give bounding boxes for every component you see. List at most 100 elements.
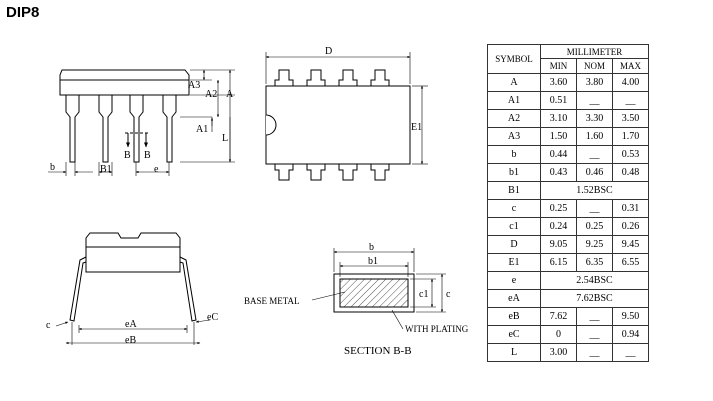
cell-min: 7.62	[540, 307, 577, 326]
col-min: MIN	[540, 58, 577, 74]
cell-min: 0.51	[540, 91, 577, 110]
cell-symbol: c1	[487, 217, 541, 236]
symbol-header: SYMBOL	[487, 44, 541, 74]
side-view	[48, 69, 235, 176]
cell-span-value: 1.52BSC	[540, 181, 649, 200]
cell-max: 0.94	[612, 325, 649, 344]
label-b: b	[50, 162, 55, 173]
cell-max: 3.50	[612, 109, 649, 128]
cell-nom: 6.35	[576, 253, 613, 272]
cell-symbol: E1	[487, 253, 541, 272]
cell-min: 0.43	[540, 163, 577, 182]
end-view	[55, 232, 211, 345]
cell-symbol: eC	[487, 325, 541, 344]
cell-min: 6.15	[540, 253, 577, 272]
label-B1: B1	[100, 164, 112, 175]
label-base-metal: BASE METAL	[244, 296, 300, 306]
cell-nom: __	[576, 91, 613, 110]
cell-max: 0.48	[612, 163, 649, 182]
cell-min: 3.00	[540, 343, 577, 362]
cell-max: 9.50	[612, 307, 649, 326]
cell-symbol: A	[487, 73, 541, 92]
label-E1: E1	[411, 122, 422, 133]
cell-min: 0.44	[540, 145, 577, 164]
unit-header: MILLIMETER	[540, 44, 649, 59]
cell-nom: 1.60	[576, 127, 613, 146]
cell-max: __	[612, 91, 649, 110]
cell-min: 0	[540, 325, 577, 344]
top-view	[265, 52, 428, 181]
label-sec-c1: c1	[419, 289, 428, 300]
cell-symbol: b	[487, 145, 541, 164]
label-A2: A2	[205, 89, 217, 100]
cell-nom: __	[576, 325, 613, 344]
cell-min: 0.25	[540, 199, 577, 218]
label-eC: eC	[207, 312, 218, 323]
cell-min: 3.10	[540, 109, 577, 128]
cell-min: 9.05	[540, 235, 577, 254]
cell-span-value: 7.62BSC	[540, 289, 649, 308]
cell-nom: __	[576, 145, 613, 164]
cell-nom: 9.25	[576, 235, 613, 254]
label-A: A	[226, 89, 234, 100]
label-eB: eB	[125, 335, 136, 346]
col-max: MAX	[612, 58, 649, 74]
cell-max: 9.45	[612, 235, 649, 254]
section-view	[311, 248, 446, 330]
cell-max: 6.55	[612, 253, 649, 272]
label-e: e	[154, 164, 159, 175]
cell-nom: 0.25	[576, 217, 613, 236]
cell-max: 0.26	[612, 217, 649, 236]
cell-nom: __	[576, 343, 613, 362]
label-sec-b: b	[369, 242, 374, 253]
cell-min: 0.24	[540, 217, 577, 236]
cell-max: 0.53	[612, 145, 649, 164]
label-section: SECTION B-B	[344, 345, 412, 357]
col-nom: NOM	[576, 58, 613, 74]
label-eA: eA	[125, 319, 137, 330]
cell-max: 1.70	[612, 127, 649, 146]
cell-nom: __	[576, 199, 613, 218]
cell-max: 4.00	[612, 73, 649, 92]
cell-max: __	[612, 343, 649, 362]
page-title: DIP8	[6, 4, 40, 21]
cell-symbol: b1	[487, 163, 541, 182]
cell-symbol: e	[487, 271, 541, 290]
label-with-plating: WITH PLATING	[405, 324, 469, 334]
label-B-left: B	[124, 150, 131, 161]
cell-symbol: B1	[487, 181, 541, 200]
label-B-right: B	[144, 150, 151, 161]
side-body	[59, 69, 190, 96]
cell-symbol: A1	[487, 91, 541, 110]
cell-min: 3.60	[540, 73, 577, 92]
cell-symbol: eB	[487, 307, 541, 326]
cell-max: 0.31	[612, 199, 649, 218]
cell-symbol: c	[487, 199, 541, 218]
label-sec-c: c	[446, 289, 451, 300]
cell-nom: 3.80	[576, 73, 613, 92]
cell-symbol: A3	[487, 127, 541, 146]
cell-symbol: eA	[487, 289, 541, 308]
label-D: D	[325, 46, 332, 57]
label-L: L	[222, 133, 228, 144]
label-sec-b1: b1	[368, 256, 378, 267]
